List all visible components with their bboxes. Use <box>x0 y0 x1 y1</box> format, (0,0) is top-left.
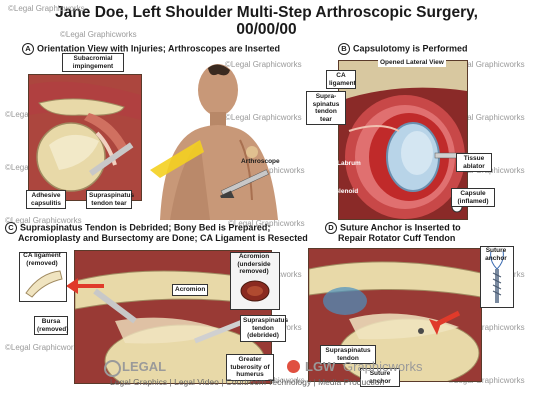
watermark: ©Legal Graphicworks <box>448 376 525 385</box>
panel-b <box>338 60 468 220</box>
suture-anchor-graphic <box>490 250 504 303</box>
label-greater-tub: Greater tuberosity of humerus <box>226 354 274 381</box>
label-supra-tendon-d: Supraspinatus tendon <box>320 345 376 364</box>
label-subacromial: Subacromial impingement <box>62 53 124 72</box>
label-adhesive: Adhesive capsulitis <box>26 190 66 209</box>
label-labrum: Labrum <box>337 160 361 167</box>
panel-a-inset <box>28 74 142 201</box>
figure-illustration <box>150 64 278 220</box>
label-capsule: Capsule (inflamed) <box>451 188 495 207</box>
page-title-line2: 00/00/00 <box>236 21 297 38</box>
watermark: ©Legal Graphicworks <box>8 4 85 13</box>
figure-torso <box>140 60 280 220</box>
ca-ligament-graphic <box>25 270 63 298</box>
label-supra-tear-a: Supraspinatus tendon tear <box>86 190 134 209</box>
acromion-underside-inset <box>230 252 280 310</box>
label-opened-lateral-view: Opened Lateral View <box>378 59 446 67</box>
watermark: ©Legal Graphicworks <box>228 219 305 228</box>
label-suture-anchor-top: Suture anchor <box>485 247 507 262</box>
footer-logo-circle <box>104 360 121 377</box>
section-a-title-text: Orientation View with Injuries; Arthrosc… <box>37 43 281 54</box>
label-ca-ligament: CA ligament <box>326 70 356 89</box>
watermark: ©Legal Graphicworks <box>225 113 302 122</box>
footer-logo-legal: LEGAL <box>122 359 167 374</box>
red-arrow <box>66 276 106 296</box>
label-ca-removed: CA ligament (removed) <box>23 252 61 267</box>
section-c-title-line2: Acromioplasty and Bursectomy are Done; C… <box>18 233 308 243</box>
watermark: ©Legal Graphicworks <box>225 60 302 69</box>
suture-anchor-inset <box>480 246 514 308</box>
acromion-underside-graphic <box>240 280 270 302</box>
panel-a-illustration <box>29 75 141 200</box>
watermark: ©Legal Graphicworks <box>60 30 137 39</box>
footer-logo-circle-red <box>287 360 300 373</box>
page-title-line1: Jane Doe, Left Shoulder Multi-Step Arthr… <box>55 4 478 21</box>
section-b-letter: B <box>338 43 350 55</box>
section-b-title-text: Capsulotomy is Performed <box>353 43 468 54</box>
section-c-letter: C <box>5 222 17 234</box>
label-tissue-ablator: Tissue ablator <box>456 153 492 172</box>
label-bursa: Bursa (removed) <box>34 316 68 335</box>
footer-logo-graphicworks: Graphicworks <box>343 359 423 374</box>
section-d-letter: D <box>325 222 337 234</box>
watermark: ©Legal Graphicworks <box>448 60 525 69</box>
label-suture-anchor-d: Suture anchor <box>360 368 400 387</box>
section-d-title-line2: Repair Rotator Cuff Tendon <box>338 233 456 243</box>
red-arrow-graphic <box>66 278 104 294</box>
footer-services: Legal Graphics | Legal Video | Courtroom… <box>110 377 385 387</box>
ca-ligament-removed-inset <box>19 252 67 302</box>
label-acromion: Acromion <box>172 284 209 296</box>
label-glenoid: Glenoid <box>334 188 359 195</box>
arthroscope-a-graphic <box>220 169 269 203</box>
section-a-letter: A <box>22 43 34 55</box>
section-c-title-line1: Supraspinatus Tendon is Debrided; Bony B… <box>20 222 271 233</box>
label-arthroscope: Arthroscope <box>241 158 280 165</box>
watermark: ©Legal Graphicworks <box>448 113 525 122</box>
footer-logo-lgw: LGW <box>305 359 336 374</box>
watermark: ©Legal Graphicworks <box>5 343 82 352</box>
label-supra-debrided: Supraspinatus tendon (debrided) <box>240 315 288 342</box>
panel-b-illustration <box>339 61 467 219</box>
arthroscope-a <box>215 168 275 203</box>
watermark: ©Legal Graphicworks <box>5 216 82 225</box>
label-supra-tear-b: Supra-spinatus tendon tear <box>306 91 346 125</box>
section-d-title-line1: Suture Anchor is Inserted to <box>340 222 461 233</box>
watermark: ©Legal Graphicworks <box>448 323 525 332</box>
label-acromion-under: Acromion (underside removed) <box>237 253 271 275</box>
